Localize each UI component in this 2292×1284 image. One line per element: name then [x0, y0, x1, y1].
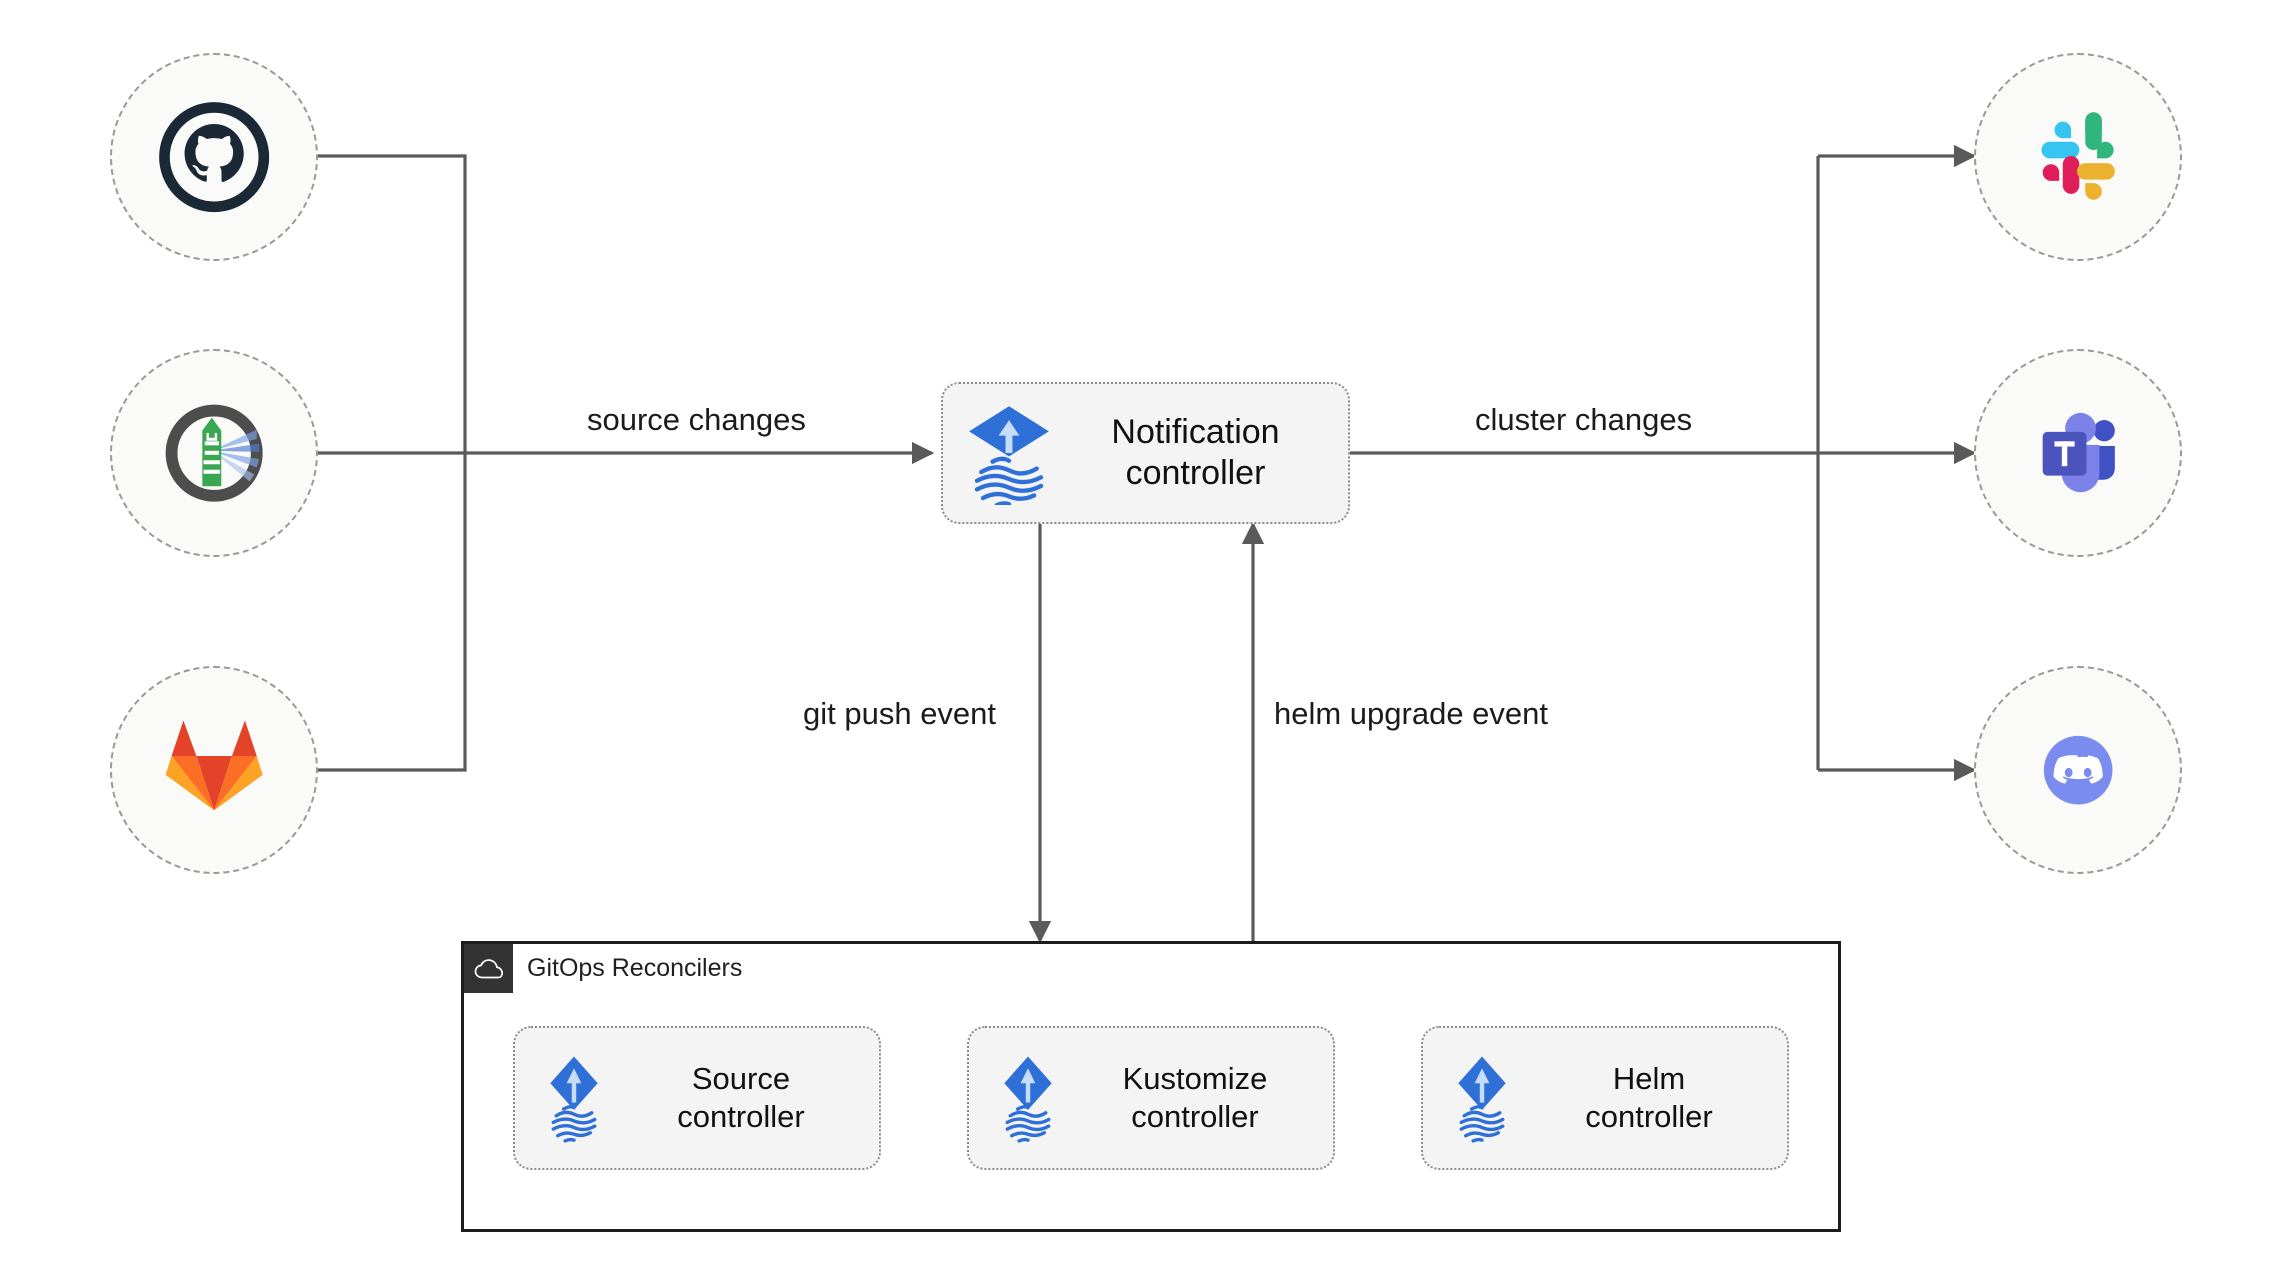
cloud-icon-box: [464, 944, 513, 993]
flux-diamond-icon: [550, 1056, 598, 1143]
flux-diamond-icon: [1458, 1056, 1506, 1143]
source-node-github[interactable]: [110, 53, 318, 261]
wire-gitlab-to-bus: [318, 453, 467, 772]
edge-label-source-changes: source changes: [578, 402, 815, 438]
github-icon: [158, 101, 270, 213]
kustomize-controller-label: Kustomize controller: [1122, 1061, 1268, 1134]
source-controller-card[interactable]: Source controller: [513, 1026, 881, 1170]
edge-label-helm-upgrade-event: helm upgrade event: [1265, 696, 1558, 732]
wire-github-to-bus: [318, 154, 467, 453]
kustomize-controller-card[interactable]: Kustomize controller: [967, 1026, 1335, 1170]
source-controller-label: Source controller: [677, 1061, 805, 1134]
gitlab-icon: [165, 720, 263, 811]
cloud-icon: [474, 958, 503, 978]
notification-controller-label: Notification controller: [1111, 412, 1280, 492]
gitops-group-title: GitOps Reconcilers: [527, 954, 743, 982]
target-node-slack[interactable]: [1974, 53, 2182, 261]
edge-label-git-push-event: git push event: [794, 696, 1006, 732]
flux-diamond-icon: [1004, 1056, 1052, 1143]
gitops-group-header: GitOps Reconcilers: [464, 944, 742, 993]
notification-controller-card[interactable]: Notification controller: [941, 382, 1350, 524]
target-node-discord[interactable]: [1974, 666, 2182, 874]
slack-icon: [2041, 112, 2115, 200]
ms-teams-icon: [2042, 412, 2115, 493]
helm-controller-label: Helm controller: [1585, 1061, 1713, 1134]
edge-label-cluster-changes: cluster changes: [1466, 402, 1702, 438]
helm-controller-card[interactable]: Helm controller: [1421, 1026, 1789, 1170]
target-node-teams[interactable]: [1974, 349, 2182, 557]
discord-icon: [2043, 735, 2113, 805]
source-node-flux[interactable]: [110, 349, 318, 557]
flux-diamond-icon: [969, 406, 1049, 505]
source-node-gitlab[interactable]: [110, 666, 318, 874]
flux-lighthouse-icon: [165, 404, 263, 502]
